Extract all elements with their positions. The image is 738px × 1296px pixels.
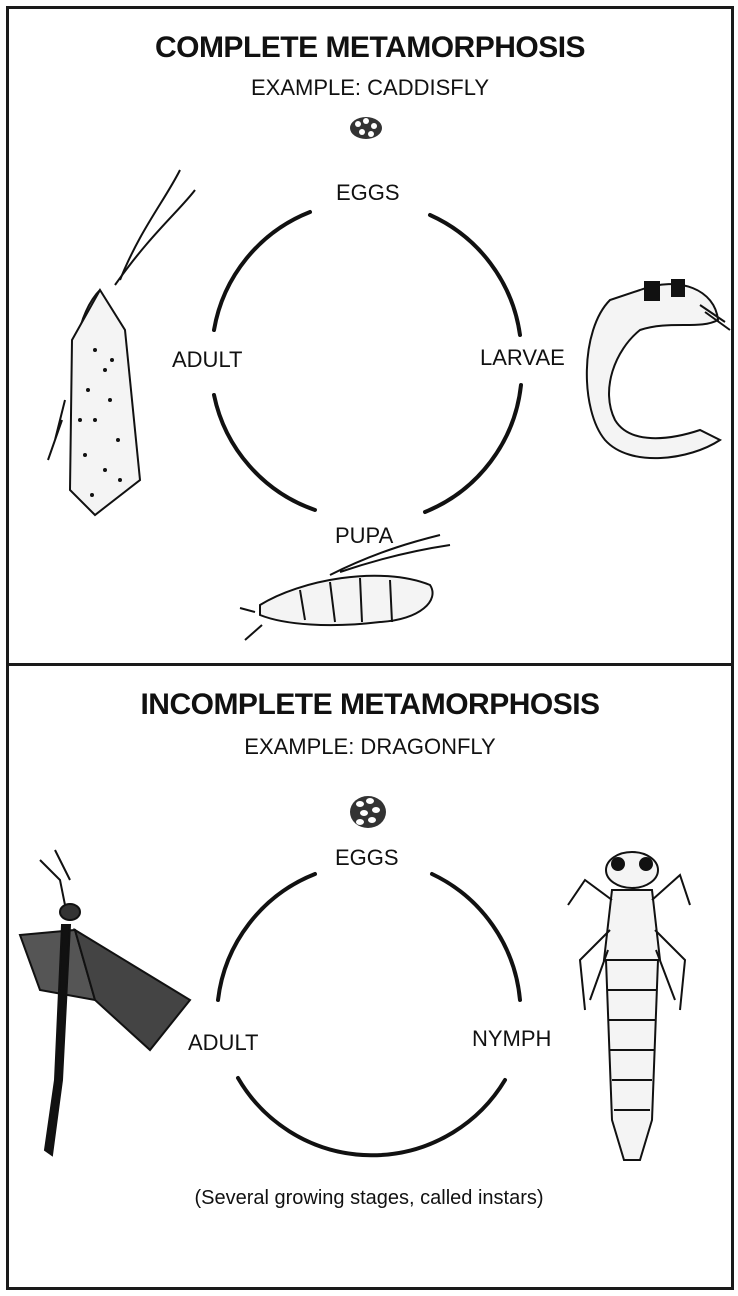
- caddisfly-adult-icon: [48, 170, 195, 515]
- stage-label-adult: ADULT: [172, 347, 243, 373]
- cycle-arc-nymph-adult: [238, 1078, 505, 1155]
- cycle-arc-adult-eggs: [214, 212, 310, 330]
- cycle-arc-adult-eggs: [218, 874, 315, 1000]
- stage-label-nymph: NYMPH: [472, 1026, 551, 1052]
- egg-cluster-icon: [350, 796, 386, 828]
- caddisfly-pupa-icon: [240, 535, 450, 640]
- stage-label-pupa: PUPA: [335, 523, 393, 549]
- stage-label-eggs: EGGS: [335, 845, 399, 871]
- cycle-arc-larvae-pupa: [425, 385, 521, 512]
- cycle-arc-eggs-larvae: [430, 215, 520, 335]
- stage-label-larvae: LARVAE: [480, 345, 565, 371]
- stage-label-eggs: EGGS: [336, 180, 400, 206]
- dragonfly-nymph-icon: [568, 852, 690, 1160]
- dragonfly-adult-icon: [20, 850, 190, 1155]
- egg-cluster-icon: [350, 117, 382, 139]
- stage-label-adult: ADULT: [188, 1030, 259, 1056]
- cycle-arc-pupa-adult: [214, 395, 315, 510]
- cycle-arc-eggs-nymph: [432, 874, 520, 1000]
- caddisfly-larva-icon: [587, 280, 730, 458]
- instars-note: (Several growing stages, called instars): [0, 1187, 738, 1210]
